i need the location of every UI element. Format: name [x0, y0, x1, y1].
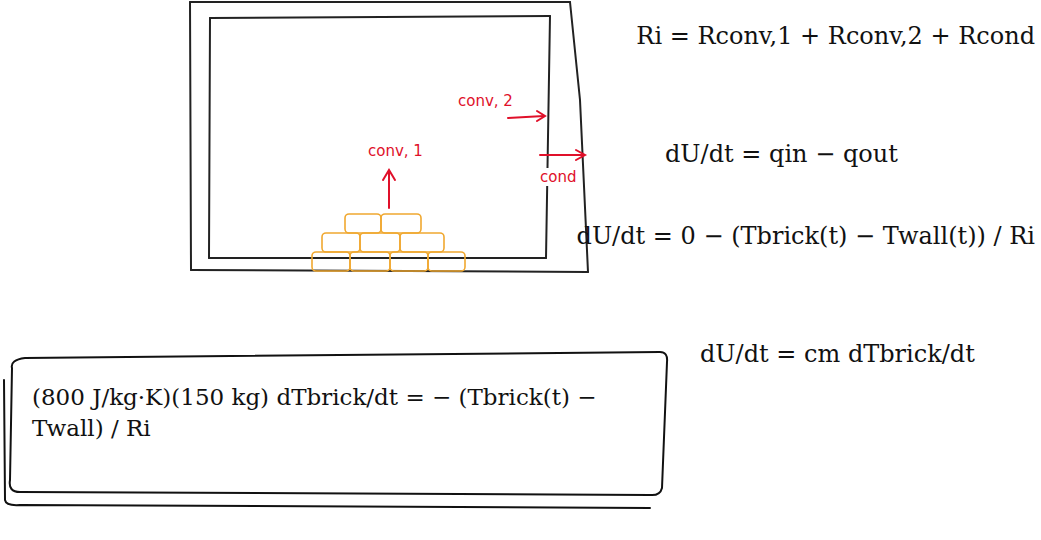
equation-text: dU/dt = cm dTbrick/dt [700, 340, 975, 368]
heat-flow-label: conv, 2 [456, 92, 515, 110]
heat-flow-label: conv, 1 [366, 142, 425, 160]
equation-text: Ri = Rconv,1 + Rconv,2 + Rcond [636, 22, 1035, 50]
boxed-equation: (800 J/kg·K)(150 kg) dTbrick/dt = − (Tbr… [22, 372, 652, 454]
equation-text: dU/dt = 0 − (Tbrick(t) − Twall(t)) / Ri [577, 222, 1035, 250]
equation-text: dU/dt = qin − qout [665, 140, 898, 168]
equation-text: (800 J/kg·K)(150 kg) dTbrick/dt = − (Tbr… [32, 382, 642, 444]
heat-flow-label: cond [538, 168, 578, 186]
